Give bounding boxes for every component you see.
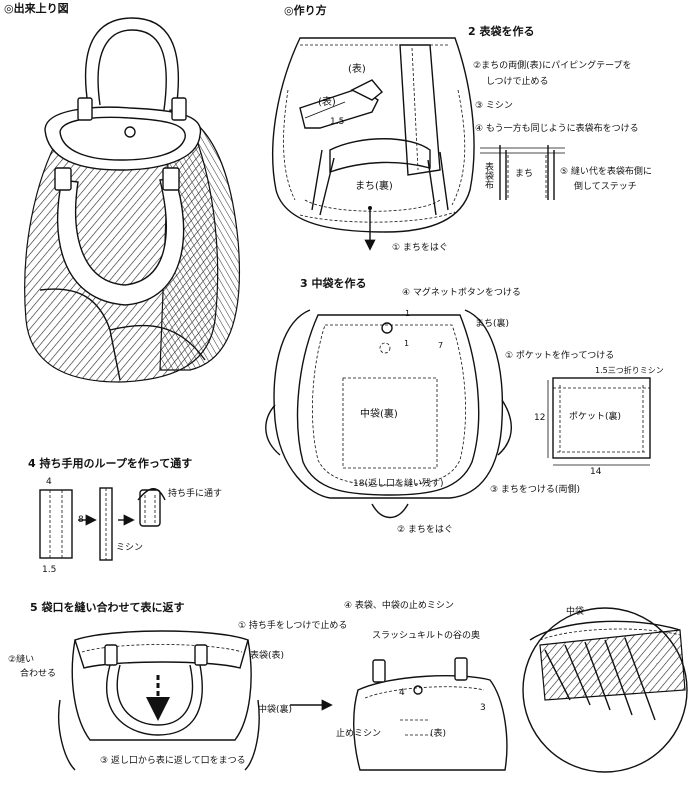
step2-omote-label-2: (表)	[318, 97, 336, 108]
step4-sew-label: ミシン	[116, 543, 144, 553]
step2-machi: まち	[515, 169, 534, 179]
step5-dim-3: 3	[480, 703, 486, 713]
step5-note4: ④ 表袋、中袋の止めミシン	[344, 601, 454, 611]
step2-dim-15: 1.5	[330, 117, 345, 127]
step3-note4: ④ マグネットボタンをつける	[402, 288, 521, 298]
finished-bag-drawing	[24, 17, 241, 383]
step5-title: 5 袋口を縫い合わせて表に返す	[30, 601, 185, 614]
step2-machi-ura: まち(裏)	[355, 181, 393, 192]
step2-note4: ④ もう一方も同じように表袋布をつける	[475, 124, 639, 134]
step5-drawing	[58, 607, 688, 773]
howto-title: ◎作り方	[284, 4, 327, 17]
step2-note2-line2: しつけで止める	[486, 77, 549, 87]
step2-note3: ③ ミシン	[475, 101, 513, 111]
step4-dim-8: 8	[78, 515, 84, 525]
step3-pocket-hem: 1.5三つ折りミシン	[595, 366, 664, 375]
step3-opening-note: 18(返し口を縫い残す)	[353, 479, 444, 489]
step5-note1: ① 持ち手をしつけで止める	[238, 621, 348, 631]
step2-note1: ① まちをはぐ	[392, 243, 448, 253]
step2-drawing	[271, 37, 565, 251]
step5-naka-label: 中袋(裏)	[258, 705, 293, 715]
step5-stop-label: 止めミシン	[336, 729, 382, 739]
step5-quilt-label: スラッシュキルトの谷の奥	[372, 631, 481, 641]
step5-note3: ③ 返し口から表に返して口をまつる	[100, 756, 246, 766]
step4-dim-15: 1.5	[42, 565, 57, 575]
step5-omote-label: 表袋(表)	[250, 651, 285, 661]
step3-dim-1b: 1	[404, 339, 410, 348]
step5-note2-line2: 合わせる	[20, 669, 57, 679]
step2-omotebukuro: 表袋布	[483, 162, 493, 189]
step3-dim-1a: 1	[405, 309, 411, 318]
step2-omote-label: (表)	[348, 64, 366, 75]
step4-dim-4: 4	[46, 477, 52, 487]
step2-note2-line1: ②まちの両側(表)にパイピングテープを	[473, 61, 632, 71]
step3-nakabukuro: 中袋(裏)	[360, 409, 398, 420]
step5-dim-4: 4	[399, 688, 405, 698]
step3-machi-ura: まち(裏)	[475, 319, 510, 329]
step5-nakabukuro-label: 中袋	[566, 607, 585, 617]
step3-pocket-label: ポケット(裏)	[569, 412, 622, 422]
step3-dim-7: 7	[438, 341, 444, 350]
step3-pocket-h: 12	[534, 413, 546, 423]
step4-title: 4 持ち手用のループを作って通す	[28, 457, 193, 470]
step4-pass-label: 持ち手に通す	[168, 489, 223, 499]
step3-title: 3 中袋を作る	[300, 277, 367, 290]
step3-drawing	[265, 309, 651, 519]
step3-note2: ② まちをはぐ	[397, 525, 453, 535]
step4-drawing	[39, 487, 166, 561]
step3-note3: ③ まちをつける(両側)	[490, 485, 580, 495]
step2-note5-line1: ⑤ 縫い代を表袋布側に	[560, 167, 652, 177]
finished-title: ◎出来上り図	[4, 2, 69, 15]
step2-note5-line2: 倒してステッチ	[574, 182, 637, 192]
step5-omote-small: (表)	[430, 729, 447, 739]
step5-note2-line1: ②縫い	[8, 655, 35, 665]
step3-note1: ① ポケットを作ってつける	[505, 351, 615, 361]
step2-title: 2 表袋を作る	[468, 25, 535, 38]
step3-pocket-w: 14	[590, 467, 602, 477]
